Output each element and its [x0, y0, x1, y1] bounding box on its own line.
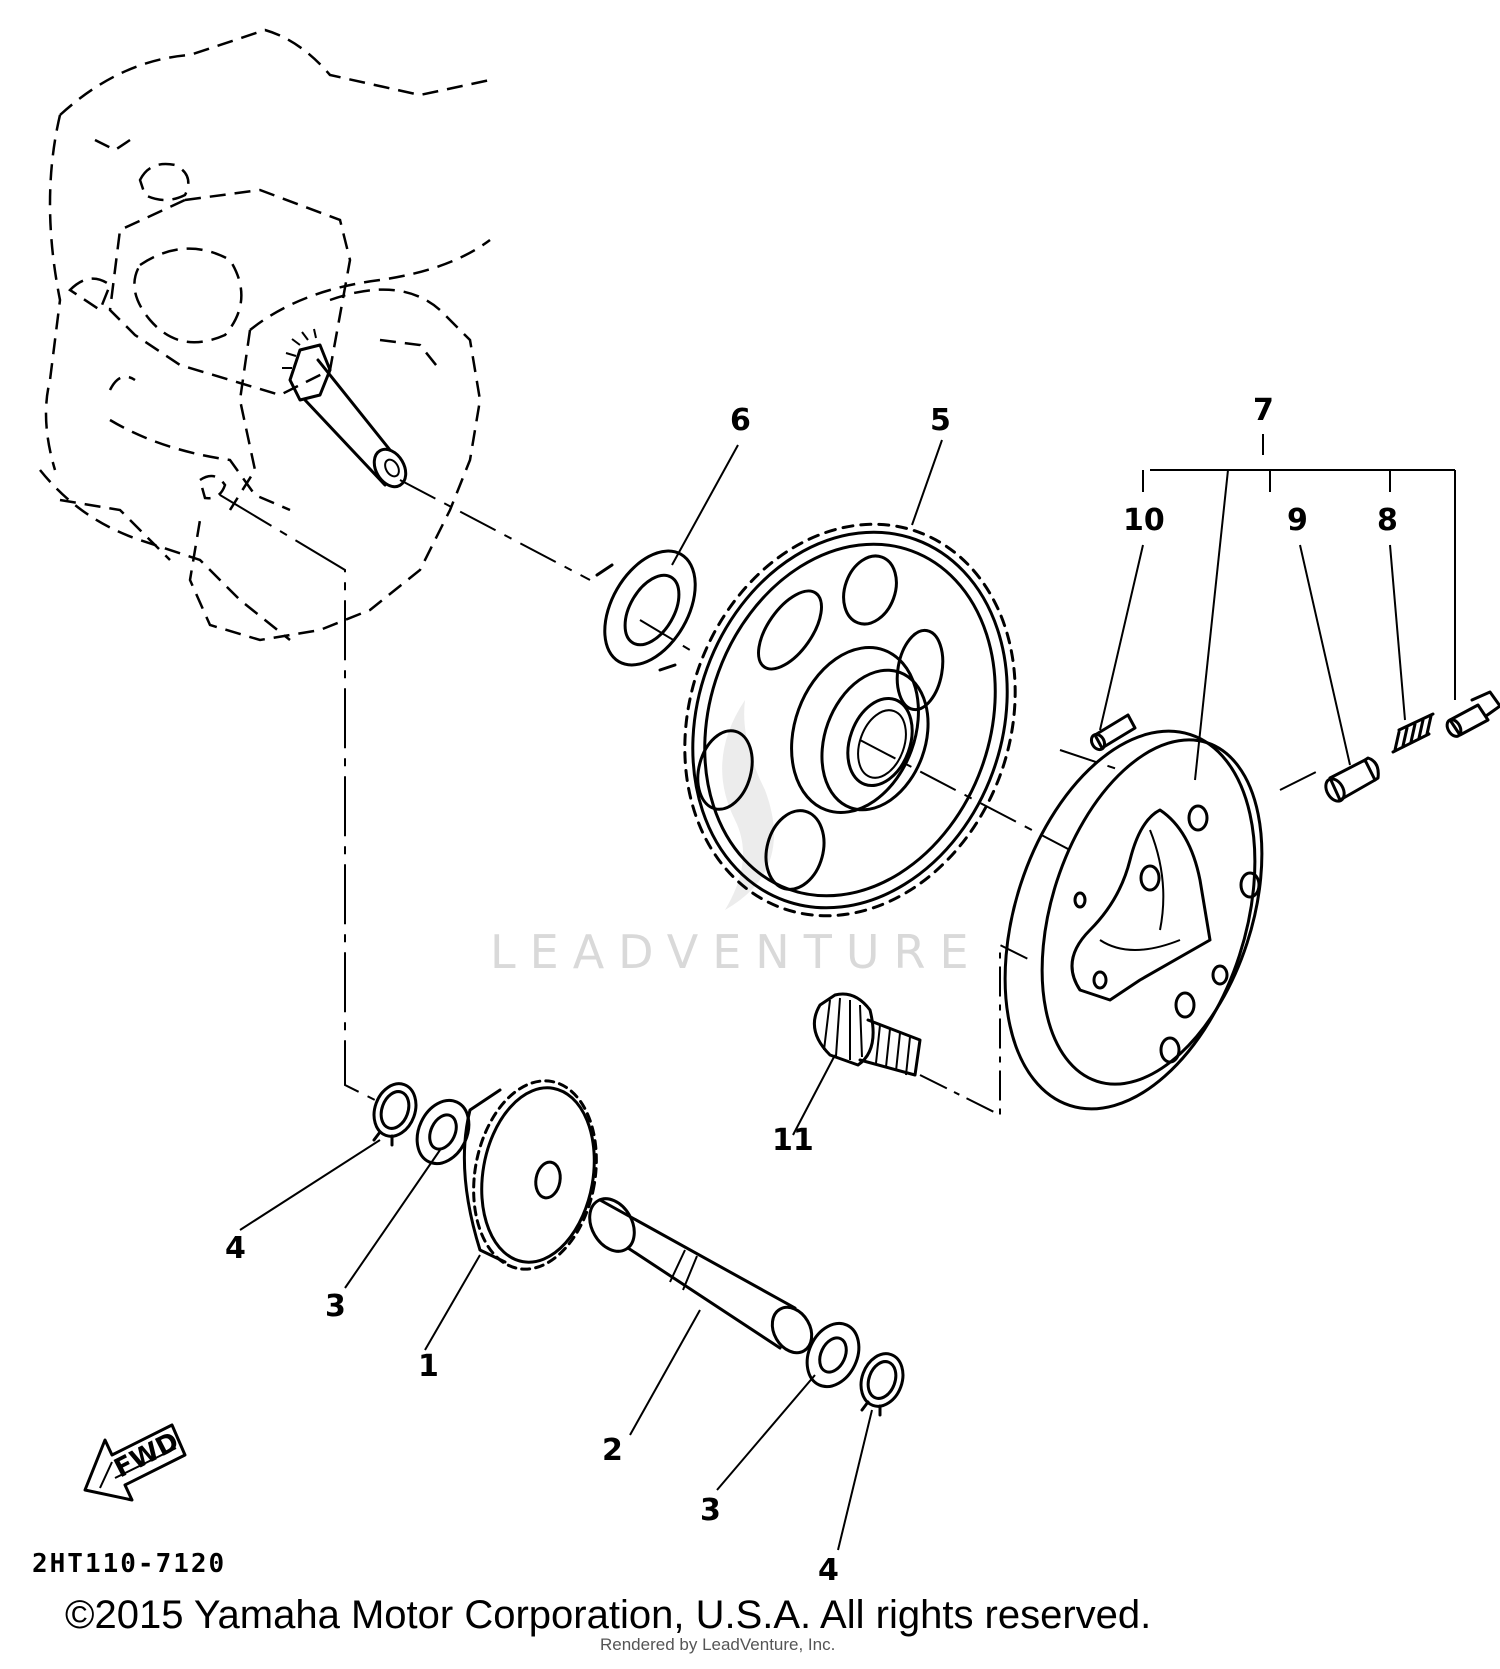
idle-gear-part-1: [462, 1079, 598, 1271]
callout-labels: 6 5 7 10 9 8 11 4 3 1 2 3 4: [225, 393, 1398, 1588]
callout-3-lower: 3: [700, 1493, 721, 1528]
callout-5: 5: [930, 403, 951, 438]
callout-2: 2: [602, 1433, 623, 1468]
fwd-arrow-icon: FWD: [83, 1423, 187, 1502]
washer-part-3-upper: [415, 1098, 471, 1166]
callout-3-upper: 3: [325, 1289, 346, 1324]
assembly-centerline: [399, 479, 1321, 851]
copyright-text: ©2015 Yamaha Motor Corporation, U.S.A. A…: [65, 1593, 1151, 1637]
crankcase-outline: [39, 28, 491, 642]
callout-11: 11: [772, 1123, 814, 1158]
starter-clutch-part-7: [1003, 729, 1264, 1111]
crankshaft-end: [282, 328, 408, 489]
spring-part-8: [1391, 712, 1435, 754]
callout-7: 7: [1253, 393, 1274, 428]
plunger-part-9: [1324, 756, 1380, 803]
wheel-gear-part-5: [683, 522, 1017, 918]
diagram-code: 2HT110-7120: [32, 1549, 226, 1579]
rendered-by-text: Rendered by LeadVenture, Inc.: [600, 1635, 835, 1654]
watermark-text: LEADVENTURE: [490, 925, 983, 979]
bolt-part-11: [812, 943, 1031, 1117]
callout-9: 9: [1287, 503, 1308, 538]
callout-1: 1: [418, 1349, 439, 1384]
plug-cap: [1445, 690, 1500, 738]
callout-6: 6: [730, 403, 751, 438]
leader-lines: [239, 434, 1456, 1551]
washer-part-6: [595, 549, 697, 672]
callout-4-upper: 4: [225, 1231, 246, 1266]
callout-8: 8: [1377, 503, 1398, 538]
callout-4-lower: 4: [818, 1553, 839, 1588]
idle-shaft-leader: [219, 494, 376, 1101]
watermark: LEADVENTURE: [490, 700, 983, 979]
idle-shaft-part-2: [588, 1197, 814, 1355]
callout-10: 10: [1123, 503, 1165, 538]
circlip-part-4-lower: [859, 1352, 905, 1417]
circlip-part-4-upper: [372, 1082, 418, 1147]
roller-pin-part-10: [1089, 713, 1137, 752]
